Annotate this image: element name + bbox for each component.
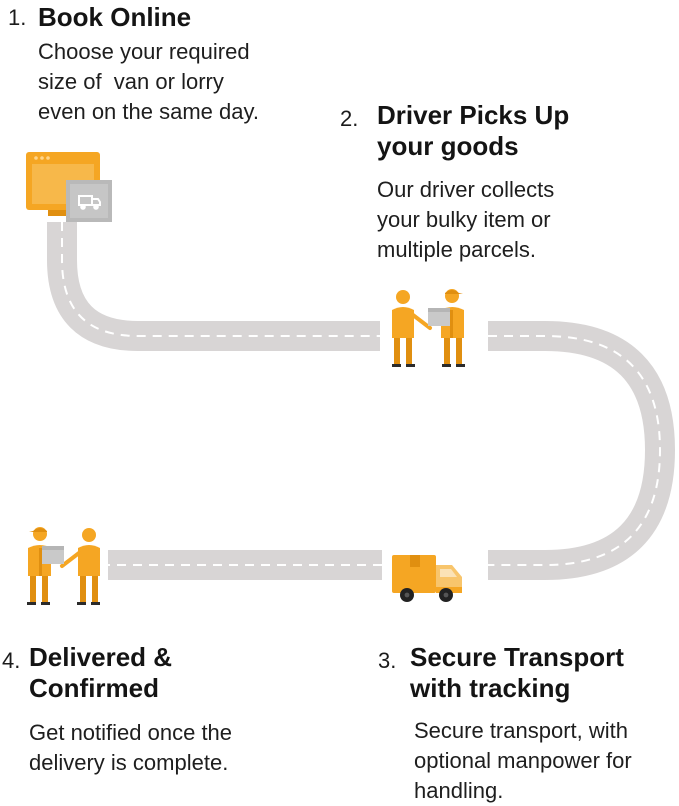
road-marking: [488, 335, 662, 566]
step-description: Get notified once the delivery is comple…: [29, 720, 233, 775]
step-3: 3. Secure Transport with tracking Secure…: [378, 642, 678, 805]
step-4: 4. Delivered & Confirmed Get notified on…: [0, 642, 300, 782]
step-title: Driver Picks Up your goods: [377, 100, 570, 161]
road-segment: [47, 222, 380, 351]
monitor-icon: [26, 152, 112, 222]
step-description: Our driver collects your bulky item or m…: [377, 177, 555, 262]
handover-icon: [27, 527, 100, 605]
road-marking: [61, 222, 380, 337]
step-description: Secure transport, with optional manpower…: [414, 718, 632, 803]
road-segment: [488, 321, 676, 580]
step-title: Delivered & Confirmed: [29, 642, 173, 703]
step-number: 2.: [340, 106, 359, 131]
truck-icon: [78, 195, 101, 210]
step-1: 1. Book Online Choose your required size…: [0, 0, 320, 140]
step-2: 2. Driver Picks Up your goods Our driver…: [340, 100, 675, 270]
truck-icon: [392, 555, 462, 602]
step-number: 4.: [2, 648, 21, 673]
step-number: 1.: [8, 5, 27, 30]
step-description: Choose your required size of van or lorr…: [38, 39, 259, 124]
step-title: Secure Transport with tracking: [410, 642, 624, 703]
step-title: Book Online: [38, 2, 192, 32]
step-number: 3.: [378, 648, 397, 673]
handover-icon: [392, 289, 465, 367]
